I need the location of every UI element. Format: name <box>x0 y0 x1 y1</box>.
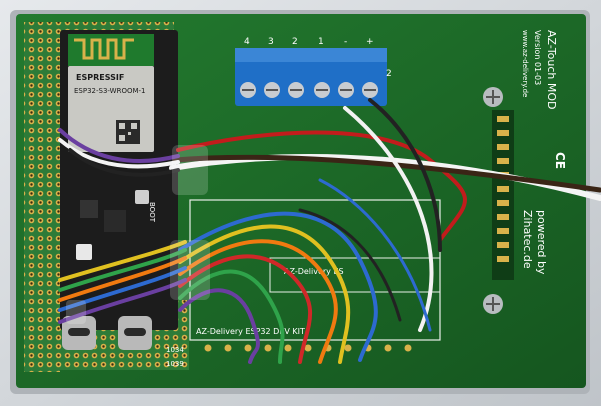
terminal-digit-5: - <box>344 37 347 47</box>
right-connector <box>492 110 514 280</box>
wires <box>58 98 601 364</box>
terminal-digit-3: 2 <box>292 37 298 47</box>
tape-2 <box>170 240 210 300</box>
ce-mark: CE <box>553 152 567 169</box>
board-url: www.az-delivery.de <box>521 30 529 97</box>
board-credit-1: powered by <box>535 210 548 275</box>
header-label-2: AZ-Delivery ES <box>284 267 344 276</box>
chip <box>80 200 98 218</box>
header-outline-inner <box>269 257 441 293</box>
terminal-digit-4: 1 <box>318 37 324 47</box>
pin-label-2: 1039 <box>166 360 184 368</box>
rgb-led <box>76 244 92 260</box>
board-credit-2: Zihatec.de <box>521 210 534 269</box>
terminal-digit-2: 3 <box>268 37 274 47</box>
terminal-digit-6: + <box>366 37 374 47</box>
board-version: Version 01-03 <box>533 30 542 85</box>
module-brand: ESPRESSIF <box>76 73 124 82</box>
boot-label: BOOT <box>148 202 156 223</box>
tape-1 <box>172 145 208 195</box>
terminal-digit-1: 4 <box>244 37 250 47</box>
chip-2 <box>104 210 126 232</box>
boot-button <box>135 190 149 204</box>
terminal-digit-7: 2 <box>386 69 392 79</box>
board-title: AZ-Touch MOD <box>545 30 558 110</box>
antenna-trace <box>74 38 134 60</box>
tape-3 <box>66 300 86 324</box>
module-model: ESP32-S3-WROOM-1 <box>74 87 145 95</box>
pin-label-1: 1034 <box>166 346 184 354</box>
terminal-screws <box>240 82 378 98</box>
header-label: AZ-Delivery ESP32 DEV KIT <box>196 327 305 336</box>
